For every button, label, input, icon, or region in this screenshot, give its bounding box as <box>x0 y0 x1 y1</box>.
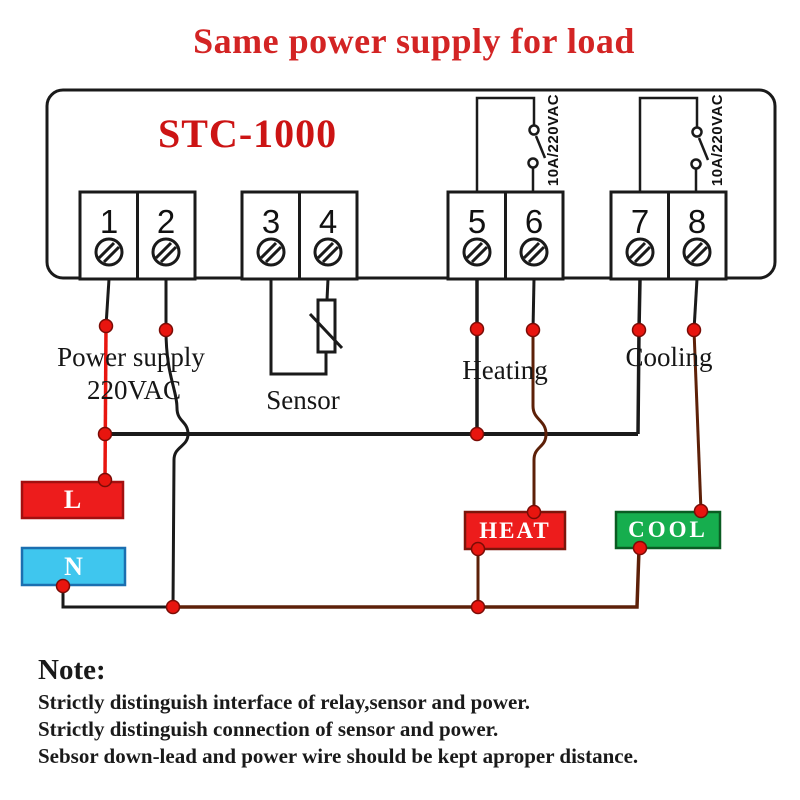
relay1-loop-wire <box>475 96 536 192</box>
live-box <box>20 480 125 520</box>
note-heading: Note: <box>38 654 106 686</box>
wire-terminal1-to-live-red <box>103 325 108 481</box>
relay-switch-2 <box>638 96 710 192</box>
junction-dot <box>526 504 542 520</box>
junction-dot <box>97 472 113 488</box>
junction-dot <box>469 426 485 442</box>
junction-dot <box>470 599 486 615</box>
sensor-label: Sensor <box>266 385 340 415</box>
relay2-upper-contact <box>691 126 703 138</box>
cool-box-label: COOL <box>628 517 708 542</box>
neutral-box <box>20 546 127 587</box>
relay1-lower-contact <box>527 157 539 169</box>
junction-dot <box>97 426 113 442</box>
junction-dot <box>632 540 648 556</box>
thermistor-body <box>316 298 337 354</box>
live-box-label: L <box>63 485 82 514</box>
terminal-1-number: 1 <box>99 203 119 240</box>
screw-icon <box>256 237 286 267</box>
wire-terminal2-to-neutral-bus <box>164 279 190 608</box>
screw-icon <box>462 237 492 267</box>
terminal-5-number: 5 <box>467 203 487 240</box>
relay2-lower-contact <box>690 158 702 170</box>
heating-label: Heating <box>462 355 548 385</box>
terminal-3-number: 3 <box>261 203 281 240</box>
neutral-bus <box>173 548 641 609</box>
note-line-2: Strictly distinguish connection of senso… <box>38 717 499 741</box>
junction-dot <box>525 322 541 338</box>
junction-dot <box>98 318 114 334</box>
terminal-8-number: 8 <box>687 203 707 240</box>
relay2-blade <box>697 137 710 161</box>
junction-dot <box>470 541 486 557</box>
junction-dot <box>469 321 485 337</box>
controller-outline <box>45 88 777 280</box>
junction-dot <box>693 503 709 519</box>
power-voltage-label: 220VAC <box>86 375 182 405</box>
terminal-8 <box>667 190 728 281</box>
relay1-upper-contact <box>528 124 540 136</box>
wire-terminal8-to-cool <box>692 329 703 512</box>
wire-terminal4-to-thermistor <box>325 278 330 301</box>
note-line-1: Strictly distinguish interface of relay,… <box>38 690 530 714</box>
terminal-4-number: 4 <box>318 203 338 240</box>
relay-switch-1 <box>475 96 547 192</box>
heat-box-label: HEAT <box>479 517 551 543</box>
wiring-layer <box>20 88 777 615</box>
junction-dot <box>165 599 181 615</box>
thermistor-diagonal <box>308 312 344 350</box>
screw-icon <box>519 237 549 267</box>
junction-dots <box>55 318 709 615</box>
wire-terminal1-black <box>104 278 111 327</box>
wire-neutral-to-bus <box>61 585 174 609</box>
wire-terminal6-to-heat <box>531 330 548 512</box>
junction-dot <box>158 322 174 338</box>
wire-sensor-loop <box>269 279 328 376</box>
screw-icon <box>313 237 343 267</box>
relay2-loop-wire <box>638 96 699 192</box>
wire-terminal6-black <box>531 278 536 331</box>
junction-dot <box>55 578 71 594</box>
screw-icon <box>94 237 124 267</box>
relay2-rating-label: 10A/220VAC <box>709 93 726 187</box>
screw-icon <box>151 237 181 267</box>
device-model: STC-1000 <box>158 111 338 156</box>
wires <box>61 278 703 609</box>
terminal-6-number: 6 <box>524 203 544 240</box>
neutral-box-label: N <box>64 551 83 581</box>
relay1-blade <box>534 135 547 159</box>
screw-icon <box>625 237 655 267</box>
junction-dot <box>686 322 702 338</box>
screw-icon <box>682 237 712 267</box>
cooling-label: Cooling <box>625 342 713 372</box>
terminal-7-number: 7 <box>630 203 650 240</box>
terminal-screws <box>94 237 712 267</box>
note-line-3: Sebsor down-lead and power wire should b… <box>38 744 639 768</box>
power-supply-label: Power supply <box>57 342 205 372</box>
terminal-2-number: 2 <box>156 203 176 240</box>
relay1-rating-label: 10A/220VAC <box>545 93 562 187</box>
wire-terminal8-black <box>692 278 699 331</box>
junction-dot <box>631 322 647 338</box>
page-title: Same power supply for load <box>193 21 635 61</box>
